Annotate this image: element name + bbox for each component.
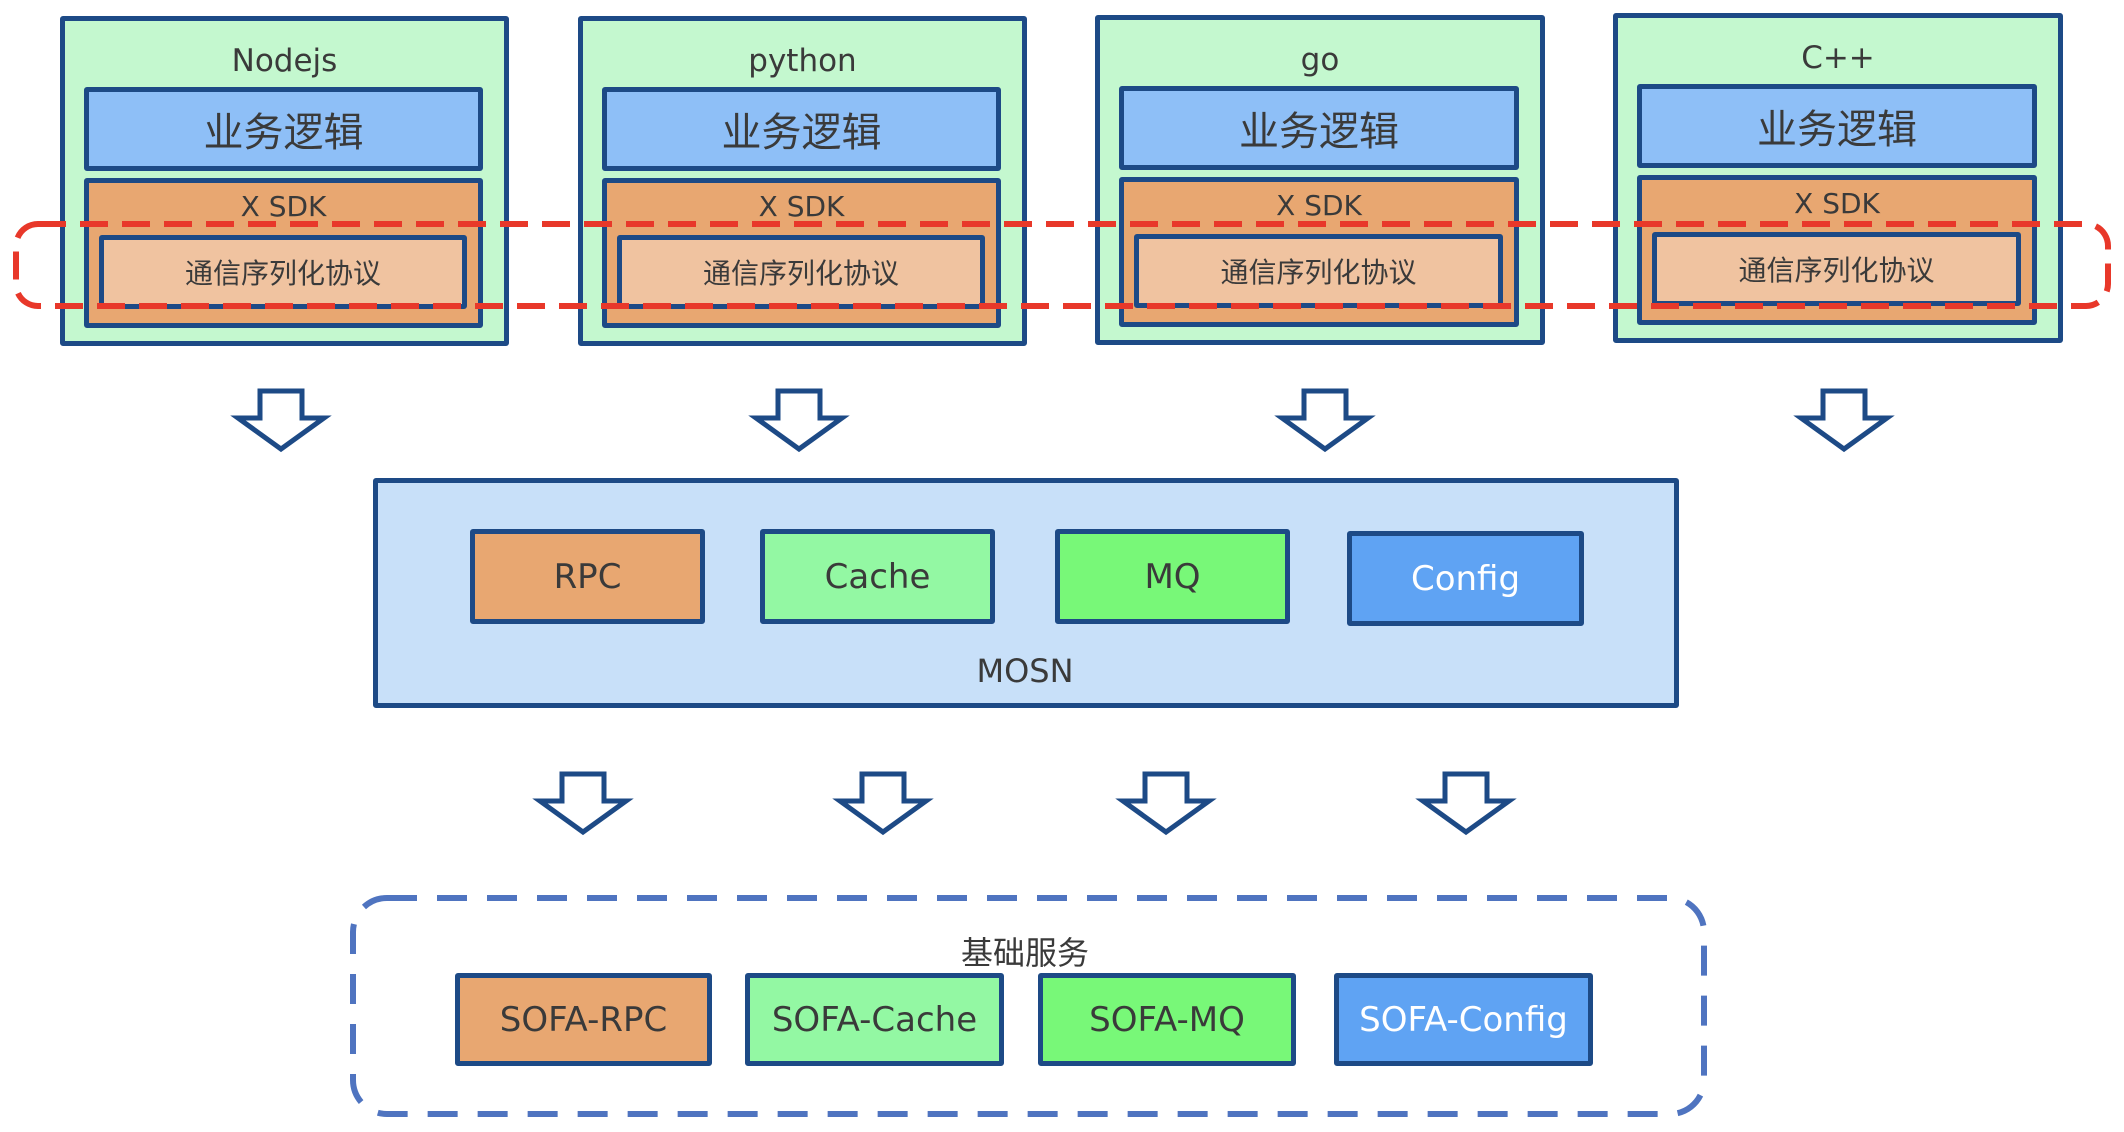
mosn-module-rpc: RPC <box>470 529 705 624</box>
protocol-box: 通信序列化协议 <box>617 235 985 309</box>
business-logic-box: 业务逻辑 <box>1637 84 2037 168</box>
mosn-label: MOSN <box>976 652 1074 690</box>
service-label: SOFA-Config <box>1359 999 1568 1040</box>
mosn-module-cache: Cache <box>760 529 995 624</box>
protocol-box: 通信序列化协议 <box>1134 234 1503 308</box>
lang-box-go: go 业务逻辑 X SDK 通信序列化协议 <box>1095 15 1545 345</box>
down-arrow-icon <box>1274 388 1376 453</box>
x-sdk-box: X SDK 通信序列化协议 <box>1119 177 1519 327</box>
lang-title: python <box>748 43 857 79</box>
x-sdk-label: X SDK <box>1276 189 1362 222</box>
mosn-module-config: Config <box>1347 531 1584 626</box>
service-label: SOFA-Cache <box>771 999 978 1040</box>
lang-box-cpp: C++ 业务逻辑 X SDK 通信序列化协议 <box>1613 13 2063 343</box>
module-label: MQ <box>1144 556 1201 597</box>
base-service-sofa-cache: SOFA-Cache <box>745 973 1004 1066</box>
base-service-sofa-rpc: SOFA-RPC <box>455 973 712 1066</box>
business-logic-box: 业务逻辑 <box>84 87 483 171</box>
protocol-box: 通信序列化协议 <box>99 235 467 309</box>
mosn-module-mq: MQ <box>1055 529 1290 624</box>
lang-title: C++ <box>1801 40 1875 76</box>
service-label: SOFA-RPC <box>499 999 668 1040</box>
down-arrow-icon <box>748 388 850 453</box>
base-service-sofa-config: SOFA-Config <box>1334 973 1593 1066</box>
down-arrow-icon <box>1115 771 1217 836</box>
module-label: Config <box>1410 558 1521 599</box>
down-arrow-icon <box>1415 771 1517 836</box>
module-label: Cache <box>824 556 931 597</box>
base-services-dashed-outline <box>350 895 1707 1117</box>
x-sdk-label: X SDK <box>758 190 845 223</box>
base-service-sofa-mq: SOFA-MQ <box>1038 973 1296 1066</box>
module-label: RPC <box>553 556 622 597</box>
down-arrow-icon <box>532 771 634 836</box>
down-arrow-icon <box>1793 388 1895 453</box>
base-services-label: 基础服务 <box>960 934 1089 972</box>
down-arrow-icon <box>832 771 934 836</box>
x-sdk-box: X SDK 通信序列化协议 <box>1637 175 2037 325</box>
lang-title: go <box>1300 42 1340 78</box>
lang-title: Nodejs <box>231 43 338 79</box>
protocol-highlight-dashed-outline <box>13 221 2111 309</box>
down-arrow-icon <box>230 388 332 453</box>
x-sdk-label: X SDK <box>240 190 327 223</box>
x-sdk-label: X SDK <box>1794 187 1880 220</box>
service-label: SOFA-MQ <box>1089 999 1245 1040</box>
business-logic-box: 业务逻辑 <box>602 87 1001 171</box>
business-logic-box: 业务逻辑 <box>1119 86 1519 170</box>
